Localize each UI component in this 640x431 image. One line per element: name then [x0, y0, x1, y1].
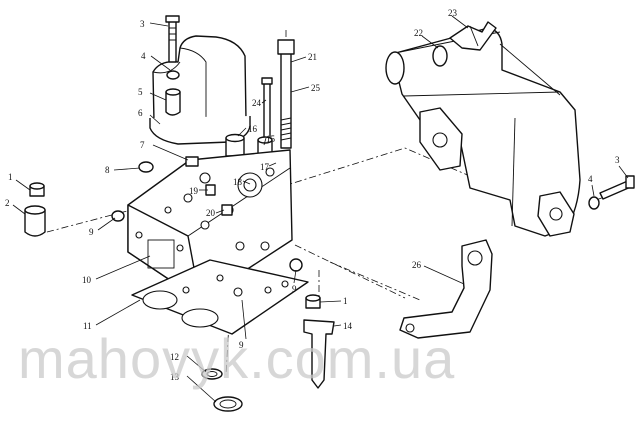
callout-1-right: 1: [343, 296, 348, 306]
callout-3-right: 3: [615, 155, 620, 165]
left-injector-parts: [24, 182, 46, 237]
callout-16: 16: [248, 124, 258, 134]
sleeve-2: [24, 209, 46, 237]
callout-5: 5: [138, 87, 143, 97]
seal-rings: [201, 368, 243, 412]
head-side-window: [147, 239, 175, 269]
callout-20: 20: [206, 208, 216, 218]
plug-7: [185, 156, 199, 167]
bracket-26: [399, 239, 493, 339]
tube-22: [432, 45, 448, 67]
callout-numbers: 1 2 3 4 5 6 7 8 9 10 11 9 12 13 16 15 17…: [5, 8, 620, 382]
callout-17: 17: [260, 162, 270, 172]
manifold-bolt: [588, 175, 635, 210]
injector-14: [303, 319, 335, 389]
valve-cover-assembly: [149, 15, 251, 145]
callout-18: 18: [233, 177, 243, 187]
callout-21: 21: [308, 52, 317, 62]
callout-1-left: 1: [8, 172, 13, 182]
ring-12: [201, 368, 223, 380]
callout-25: 25: [311, 83, 321, 93]
callout-4-right: 4: [588, 174, 593, 184]
callout-26: 26: [412, 260, 422, 270]
callout-4-left: 4: [141, 51, 146, 61]
callout-9-lower: 9: [239, 340, 244, 350]
callout-19: 19: [189, 186, 199, 196]
callout-9-upper: 9: [89, 227, 94, 237]
callout-3-left: 3: [140, 19, 145, 29]
callout-15: 15: [266, 134, 276, 144]
callout-23: 23: [448, 8, 458, 18]
callout-7: 7: [140, 140, 145, 150]
callout-22: 22: [414, 28, 423, 38]
sleeve-5: [165, 91, 181, 116]
exhaust-manifold: [385, 21, 581, 237]
valve-cover-gasket: [149, 116, 251, 145]
callout-11: 11: [83, 321, 92, 331]
insert-20: [221, 204, 233, 216]
callout-2: 2: [5, 198, 10, 208]
callout-12: 12: [170, 352, 179, 362]
callout-6: 6: [138, 108, 143, 118]
head-bolts: [261, 39, 295, 149]
head-gasket: [131, 259, 309, 335]
callout-14: 14: [343, 321, 353, 331]
stud-24: [263, 81, 271, 139]
ring-13: [213, 396, 243, 412]
washer-4: [166, 70, 180, 80]
callout-13: 13: [170, 372, 180, 382]
washer-4-right: [588, 196, 600, 210]
watermark-text: mahovyk.com.ua: [18, 327, 455, 390]
leader-lines: [12, 15, 629, 403]
callout-9-right: 9: [292, 284, 297, 294]
callout-10: 10: [82, 275, 92, 285]
injector-assembly: [303, 294, 335, 389]
callout-8: 8: [105, 165, 110, 175]
callout-24: 24: [252, 98, 262, 108]
